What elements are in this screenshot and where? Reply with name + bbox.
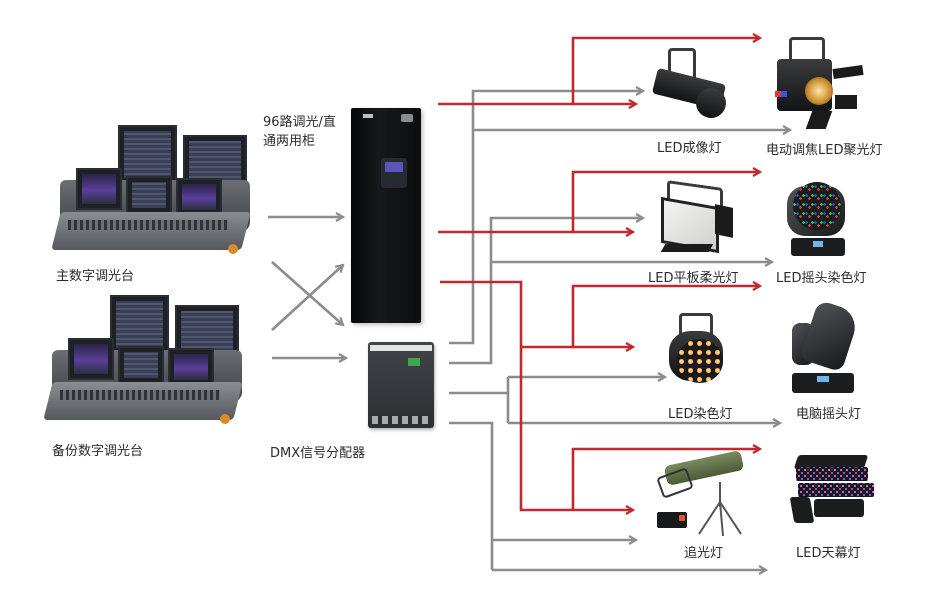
wire-dmx-to-led-soft-panel: [449, 218, 643, 365]
console-monitor-left: [118, 125, 177, 184]
wire-dimmer-to-led-wash-moving-head: [571, 172, 760, 232]
wire-dimmer-to-moving-head: [571, 286, 760, 347]
wire-dimmer-to-motorized-fresnel: [571, 38, 760, 104]
led-soft-panel-label: LED平板柔光灯: [648, 271, 739, 286]
main-console: [48, 120, 253, 260]
led-cyc-fixture: [788, 455, 883, 530]
led-wash-moving-head-fixture: [785, 180, 850, 260]
follow-spot-power-supply: [657, 512, 687, 528]
led-par-label: LED染色灯: [668, 407, 733, 422]
console-wheel: [228, 244, 238, 254]
motorized-fresnel-fixture: [775, 37, 865, 132]
splitter-ports: [372, 416, 430, 424]
dmx-splitter: [368, 342, 434, 428]
led-profile-fixture: [650, 48, 735, 128]
backup-console-label: 备份数字调光台: [52, 444, 144, 459]
dimmer-cabinet: [351, 108, 421, 323]
cabinet-logo-icon: [401, 114, 413, 122]
moving-head-label: 电脑摇头灯: [796, 407, 862, 422]
backup-console: [40, 290, 245, 430]
moving-head-fixture: [790, 299, 861, 398]
led-profile-label: LED成像灯: [657, 141, 722, 156]
led-cyc-label: LED天幕灯: [796, 546, 861, 561]
wire-dimmer-to-follow-spot: [440, 280, 633, 510]
console-fader-deck: [51, 212, 251, 250]
tripod-icon: [698, 482, 742, 537]
led-par-fixture: [665, 313, 730, 393]
splitter-indicator-icon: [408, 358, 420, 366]
dmx-splitter-label: DMX信号分配器: [270, 446, 366, 461]
led-soft-panel-fixture: [655, 180, 740, 262]
follow-spot-fixture: [655, 450, 750, 537]
follow-spot-label: 追光灯: [684, 546, 724, 561]
wire-dmx-branch-4: [449, 421, 494, 570]
wire-main-console-to-splitter: [271, 261, 343, 325]
dimmer-cabinet-label-line2: 通两用柜: [263, 134, 316, 149]
wire-dmx-to-led-profile: [449, 91, 643, 345]
wire-backup-console-to-cabinet: [271, 265, 343, 331]
led-wash-moving-head-label: LED摇头染色灯: [776, 271, 867, 286]
dimmer-cabinet-label-line1: 96路调光/直: [263, 115, 336, 130]
motorized-fresnel-label: 电动调焦LED聚光灯: [766, 143, 883, 158]
cabinet-control-panel: [381, 158, 407, 188]
wire-dimmer-to-led-cyc: [571, 449, 760, 510]
main-console-label: 主数字调光台: [56, 269, 135, 284]
